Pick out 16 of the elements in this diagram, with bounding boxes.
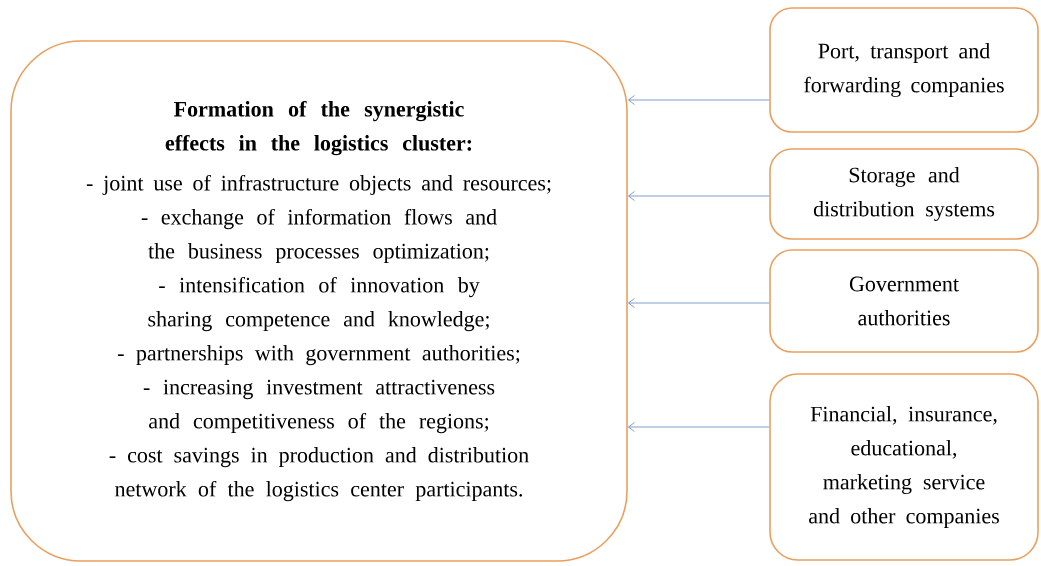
participant-box: Government authorities (769, 249, 1039, 353)
bullet-item: - cost savings in production and distribution network of the logistics center participants. (109, 447, 529, 502)
arrow (628, 95, 770, 105)
bullet-item: - partnerships with government authorities; (118, 345, 520, 366)
bullet-item: - exchange of information flows and the business processes optimization; (141, 208, 497, 264)
arrow (628, 422, 770, 432)
arrow (628, 298, 770, 308)
participant-box: Storage and distribution systems (769, 148, 1039, 240)
participant-box: Financial, insurance, educational, marketing service and other companies (769, 373, 1039, 561)
bullet-item: - joint use of infrastructure objects and resources; (86, 174, 551, 196)
cluster-box (10, 40, 628, 562)
heading: Formation of the synergistic effects in the logistics cluster: (165, 100, 472, 156)
bullet-item: - intensification of innovation by sharing competence and knowledge; (148, 276, 489, 332)
participant-box: Port, transport and forwarding companies (769, 7, 1039, 133)
bullet-item: - increasing investment attractiveness and competitiveness of the regions; (143, 379, 495, 434)
arrow (628, 191, 770, 201)
